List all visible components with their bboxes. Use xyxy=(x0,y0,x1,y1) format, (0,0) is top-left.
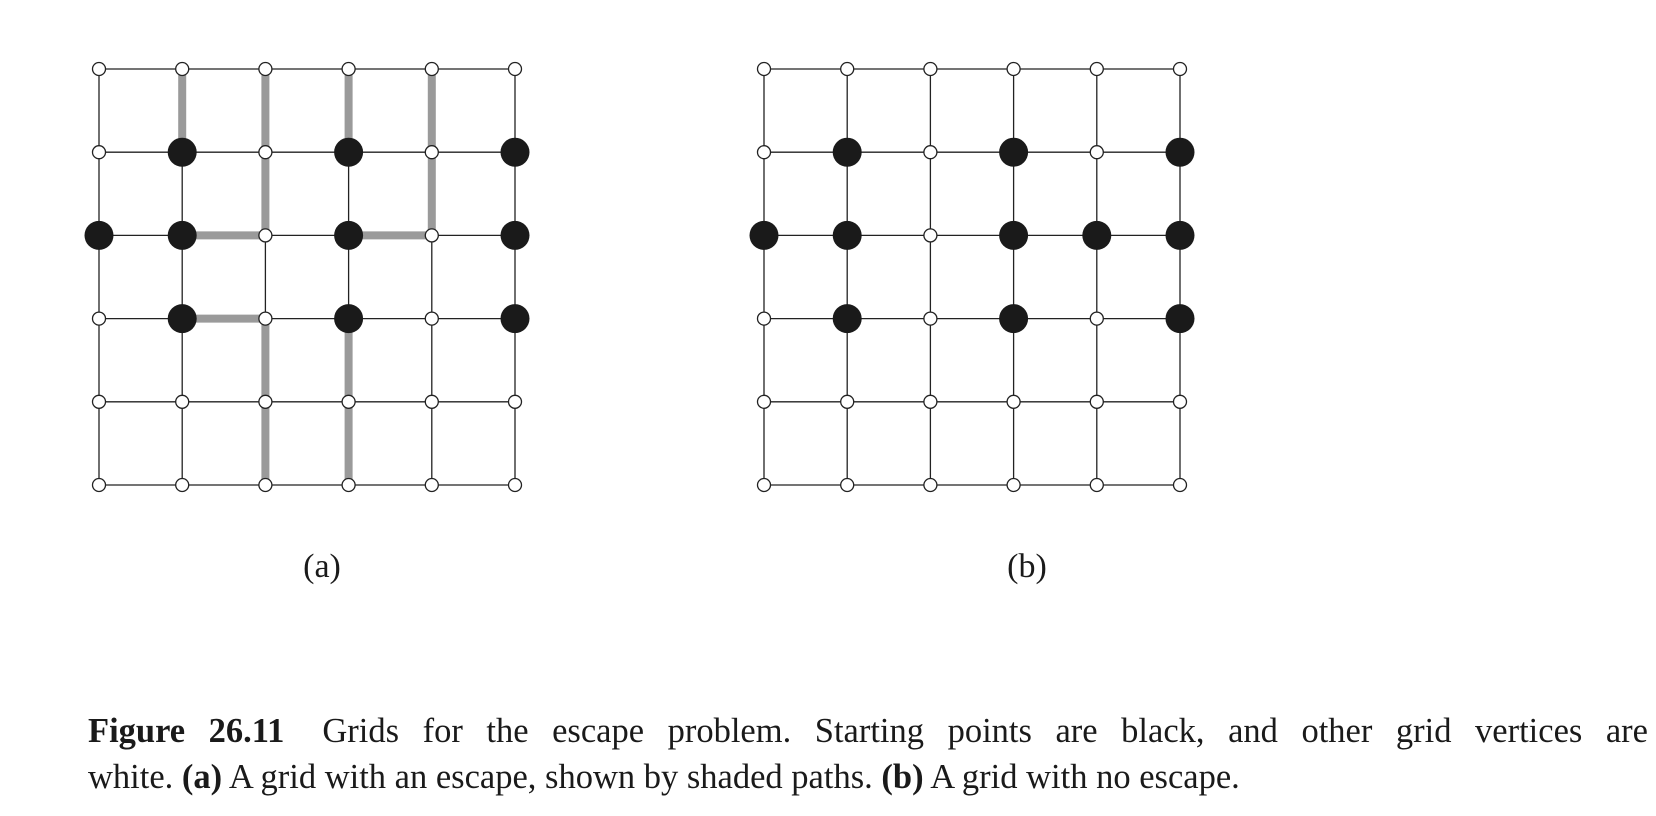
white-vertex xyxy=(923,145,938,160)
white-vertex xyxy=(923,228,938,243)
white-vertex xyxy=(258,61,273,77)
white-vertex xyxy=(507,61,523,77)
white-vertex xyxy=(756,394,772,409)
escape-path xyxy=(182,69,270,240)
white-vertex xyxy=(424,228,439,243)
white-vertex xyxy=(424,311,439,326)
start-point-vertex xyxy=(832,304,862,334)
white-vertex xyxy=(424,477,439,493)
start-point-vertex xyxy=(749,220,779,250)
white-vertex xyxy=(1089,311,1104,326)
white-vertex xyxy=(1172,61,1188,77)
white-vertex xyxy=(258,228,273,243)
white-vertex xyxy=(1172,394,1188,409)
white-vertex xyxy=(756,61,772,77)
grid-b xyxy=(749,61,1195,493)
white-vertex xyxy=(507,477,523,493)
white-vertex xyxy=(923,394,938,409)
start-point-vertex xyxy=(84,220,114,250)
white-vertex xyxy=(91,477,107,493)
start-point-vertex xyxy=(334,220,364,250)
caption-part-b-text: A grid with no escape. xyxy=(930,758,1240,796)
start-point-vertex xyxy=(999,137,1029,167)
caption-part-a-text: A grid with an escape, shown by shaded p… xyxy=(228,758,873,796)
white-vertex xyxy=(840,394,855,409)
white-vertex xyxy=(756,477,772,493)
white-vertex xyxy=(923,61,938,77)
white-vertex xyxy=(175,394,190,409)
white-vertex xyxy=(424,61,439,77)
caption-line2-start: white. xyxy=(88,758,174,796)
white-vertex xyxy=(258,145,273,160)
start-point-vertex xyxy=(500,137,530,167)
white-vertex xyxy=(923,311,938,326)
start-point-vertex xyxy=(334,304,364,334)
start-point-vertex xyxy=(500,220,530,250)
white-vertex xyxy=(756,145,772,160)
white-vertex xyxy=(507,394,523,409)
white-vertex xyxy=(1172,477,1188,493)
white-vertex xyxy=(1006,394,1021,409)
white-vertex xyxy=(424,145,439,160)
figure-number: Figure 26.11 xyxy=(88,712,285,750)
white-vertex xyxy=(1006,61,1021,77)
start-point-vertex xyxy=(1165,220,1195,250)
start-point-vertex xyxy=(334,137,364,167)
white-vertex xyxy=(756,311,772,326)
white-vertex xyxy=(341,61,356,77)
white-vertex xyxy=(341,477,356,493)
start-point-vertex xyxy=(167,220,197,250)
white-vertex xyxy=(258,394,273,409)
caption-part-a-marker: (a) xyxy=(181,758,223,796)
start-point-vertex xyxy=(167,304,197,334)
start-point-vertex xyxy=(1165,137,1195,167)
white-vertex xyxy=(424,394,439,409)
white-vertex xyxy=(91,145,107,160)
white-vertex xyxy=(258,477,273,493)
start-point-vertex xyxy=(167,137,197,167)
caption-intro-text: Grids for the escape problem. Starting p… xyxy=(322,712,1648,750)
white-vertex xyxy=(341,394,356,409)
white-vertex xyxy=(91,61,107,77)
subfigure-label-a: (a) xyxy=(303,548,341,585)
white-vertex xyxy=(258,311,273,326)
start-point-vertex xyxy=(832,137,862,167)
white-vertex xyxy=(175,477,190,493)
caption-line-2: white. (a) A grid with an escape, shown … xyxy=(88,754,1648,800)
white-vertex xyxy=(175,61,190,77)
caption-line-1: Figure 26.11 Grids for the escape problem… xyxy=(88,708,1648,754)
start-point-vertex xyxy=(1082,220,1112,250)
figure-caption: Figure 26.11 Grids for the escape problem… xyxy=(88,708,1648,800)
start-point-vertex xyxy=(500,304,530,334)
start-point-vertex xyxy=(999,220,1029,250)
escape-path xyxy=(348,69,436,240)
white-vertex xyxy=(1089,61,1104,77)
grid-a xyxy=(84,61,530,493)
white-vertex xyxy=(923,477,938,493)
escape-path xyxy=(182,314,270,485)
white-vertex xyxy=(1089,145,1104,160)
subfigure-label-b: (b) xyxy=(1007,548,1047,585)
white-vertex xyxy=(91,311,107,326)
white-vertex xyxy=(1089,477,1104,493)
white-vertex xyxy=(840,477,855,493)
white-vertex xyxy=(1089,394,1104,409)
start-point-vertex xyxy=(1165,304,1195,334)
white-vertex xyxy=(1006,477,1021,493)
white-vertex xyxy=(840,61,855,77)
white-vertex xyxy=(91,394,107,409)
start-point-vertex xyxy=(999,304,1029,334)
caption-part-b-marker: (b) xyxy=(881,758,924,796)
start-point-vertex xyxy=(832,220,862,250)
